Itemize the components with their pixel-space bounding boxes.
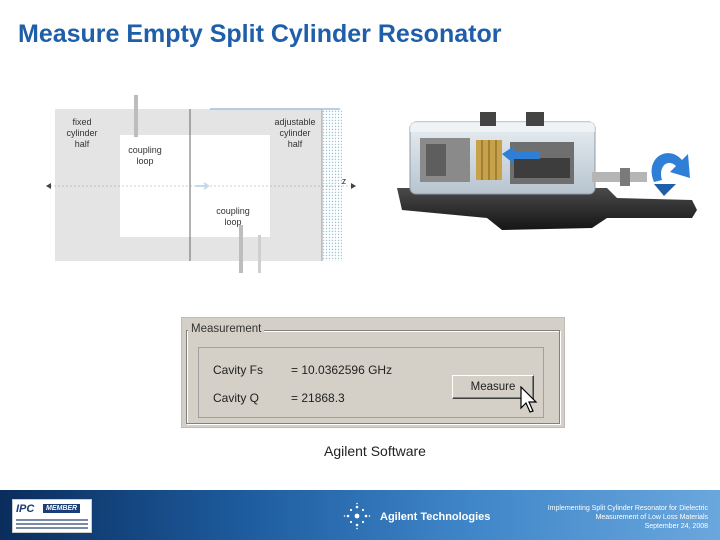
- resonator-device-image: [397, 112, 697, 230]
- rotation-arrow: [651, 153, 690, 182]
- footer-line-2: Measurement of Low Loss Materials: [595, 514, 708, 521]
- slide-title: Measure Empty Split Cylinder Resonator: [18, 20, 502, 48]
- top-coupling-loop-label: coupling loop: [128, 145, 162, 166]
- agilent-spark-icon: [343, 502, 371, 530]
- bottom-coupling-probe: [239, 225, 243, 273]
- software-caption: Agilent Software: [324, 443, 426, 459]
- sample-gap: [322, 109, 342, 261]
- cavity-fs-label: Cavity Fs: [213, 363, 264, 377]
- fixed-half-label: fixed cylinder half: [66, 117, 98, 149]
- z-axis-label: z: [341, 176, 347, 186]
- agilent-company-name: Agilent Technologies: [380, 511, 491, 523]
- adjustable-half-label: adjustable cylinder half: [274, 117, 316, 149]
- measurement-dialog: Measurement Cavity Fs = 10.0362596 GHz C…: [181, 317, 565, 428]
- ipc-fine-print: [16, 519, 88, 531]
- footer-bar: IPC MEMBER Agilent Technologies Implemen…: [0, 490, 720, 540]
- resonator-photo: [392, 100, 702, 250]
- cavity-fs-value: = 10.0362596 GHz: [291, 363, 393, 377]
- device-base: [397, 188, 697, 230]
- measurement-group: [186, 330, 560, 424]
- top-coupling-probe: [134, 95, 138, 137]
- footer-date: September 24, 2008: [644, 523, 708, 530]
- resonator-diagram-drawing: [46, 95, 356, 273]
- ipc-member-label: MEMBER: [43, 504, 81, 513]
- measurement-group-title: Measurement: [188, 323, 265, 335]
- footer-line-1: Implementing Split Cylinder Resonator fo…: [547, 505, 708, 512]
- bottom-coupling-loop-label: coupling loop: [216, 206, 250, 227]
- ipc-logo: IPC: [16, 503, 35, 515]
- cavity-q-label: Cavity Q: [213, 391, 260, 405]
- measure-button[interactable]: Measure: [452, 375, 534, 399]
- translation-arrow: [502, 146, 540, 164]
- resonator-diagram: fixed cylinder half coupling loop adjust…: [40, 95, 360, 275]
- cavity-q-value: = 21868.3: [291, 391, 345, 405]
- footer-presentation-info: Implementing Split Cylinder Resonator fo…: [488, 504, 708, 531]
- ipc-member-badge: IPC MEMBER: [12, 499, 92, 533]
- mouse-pointer-icon: [520, 386, 538, 413]
